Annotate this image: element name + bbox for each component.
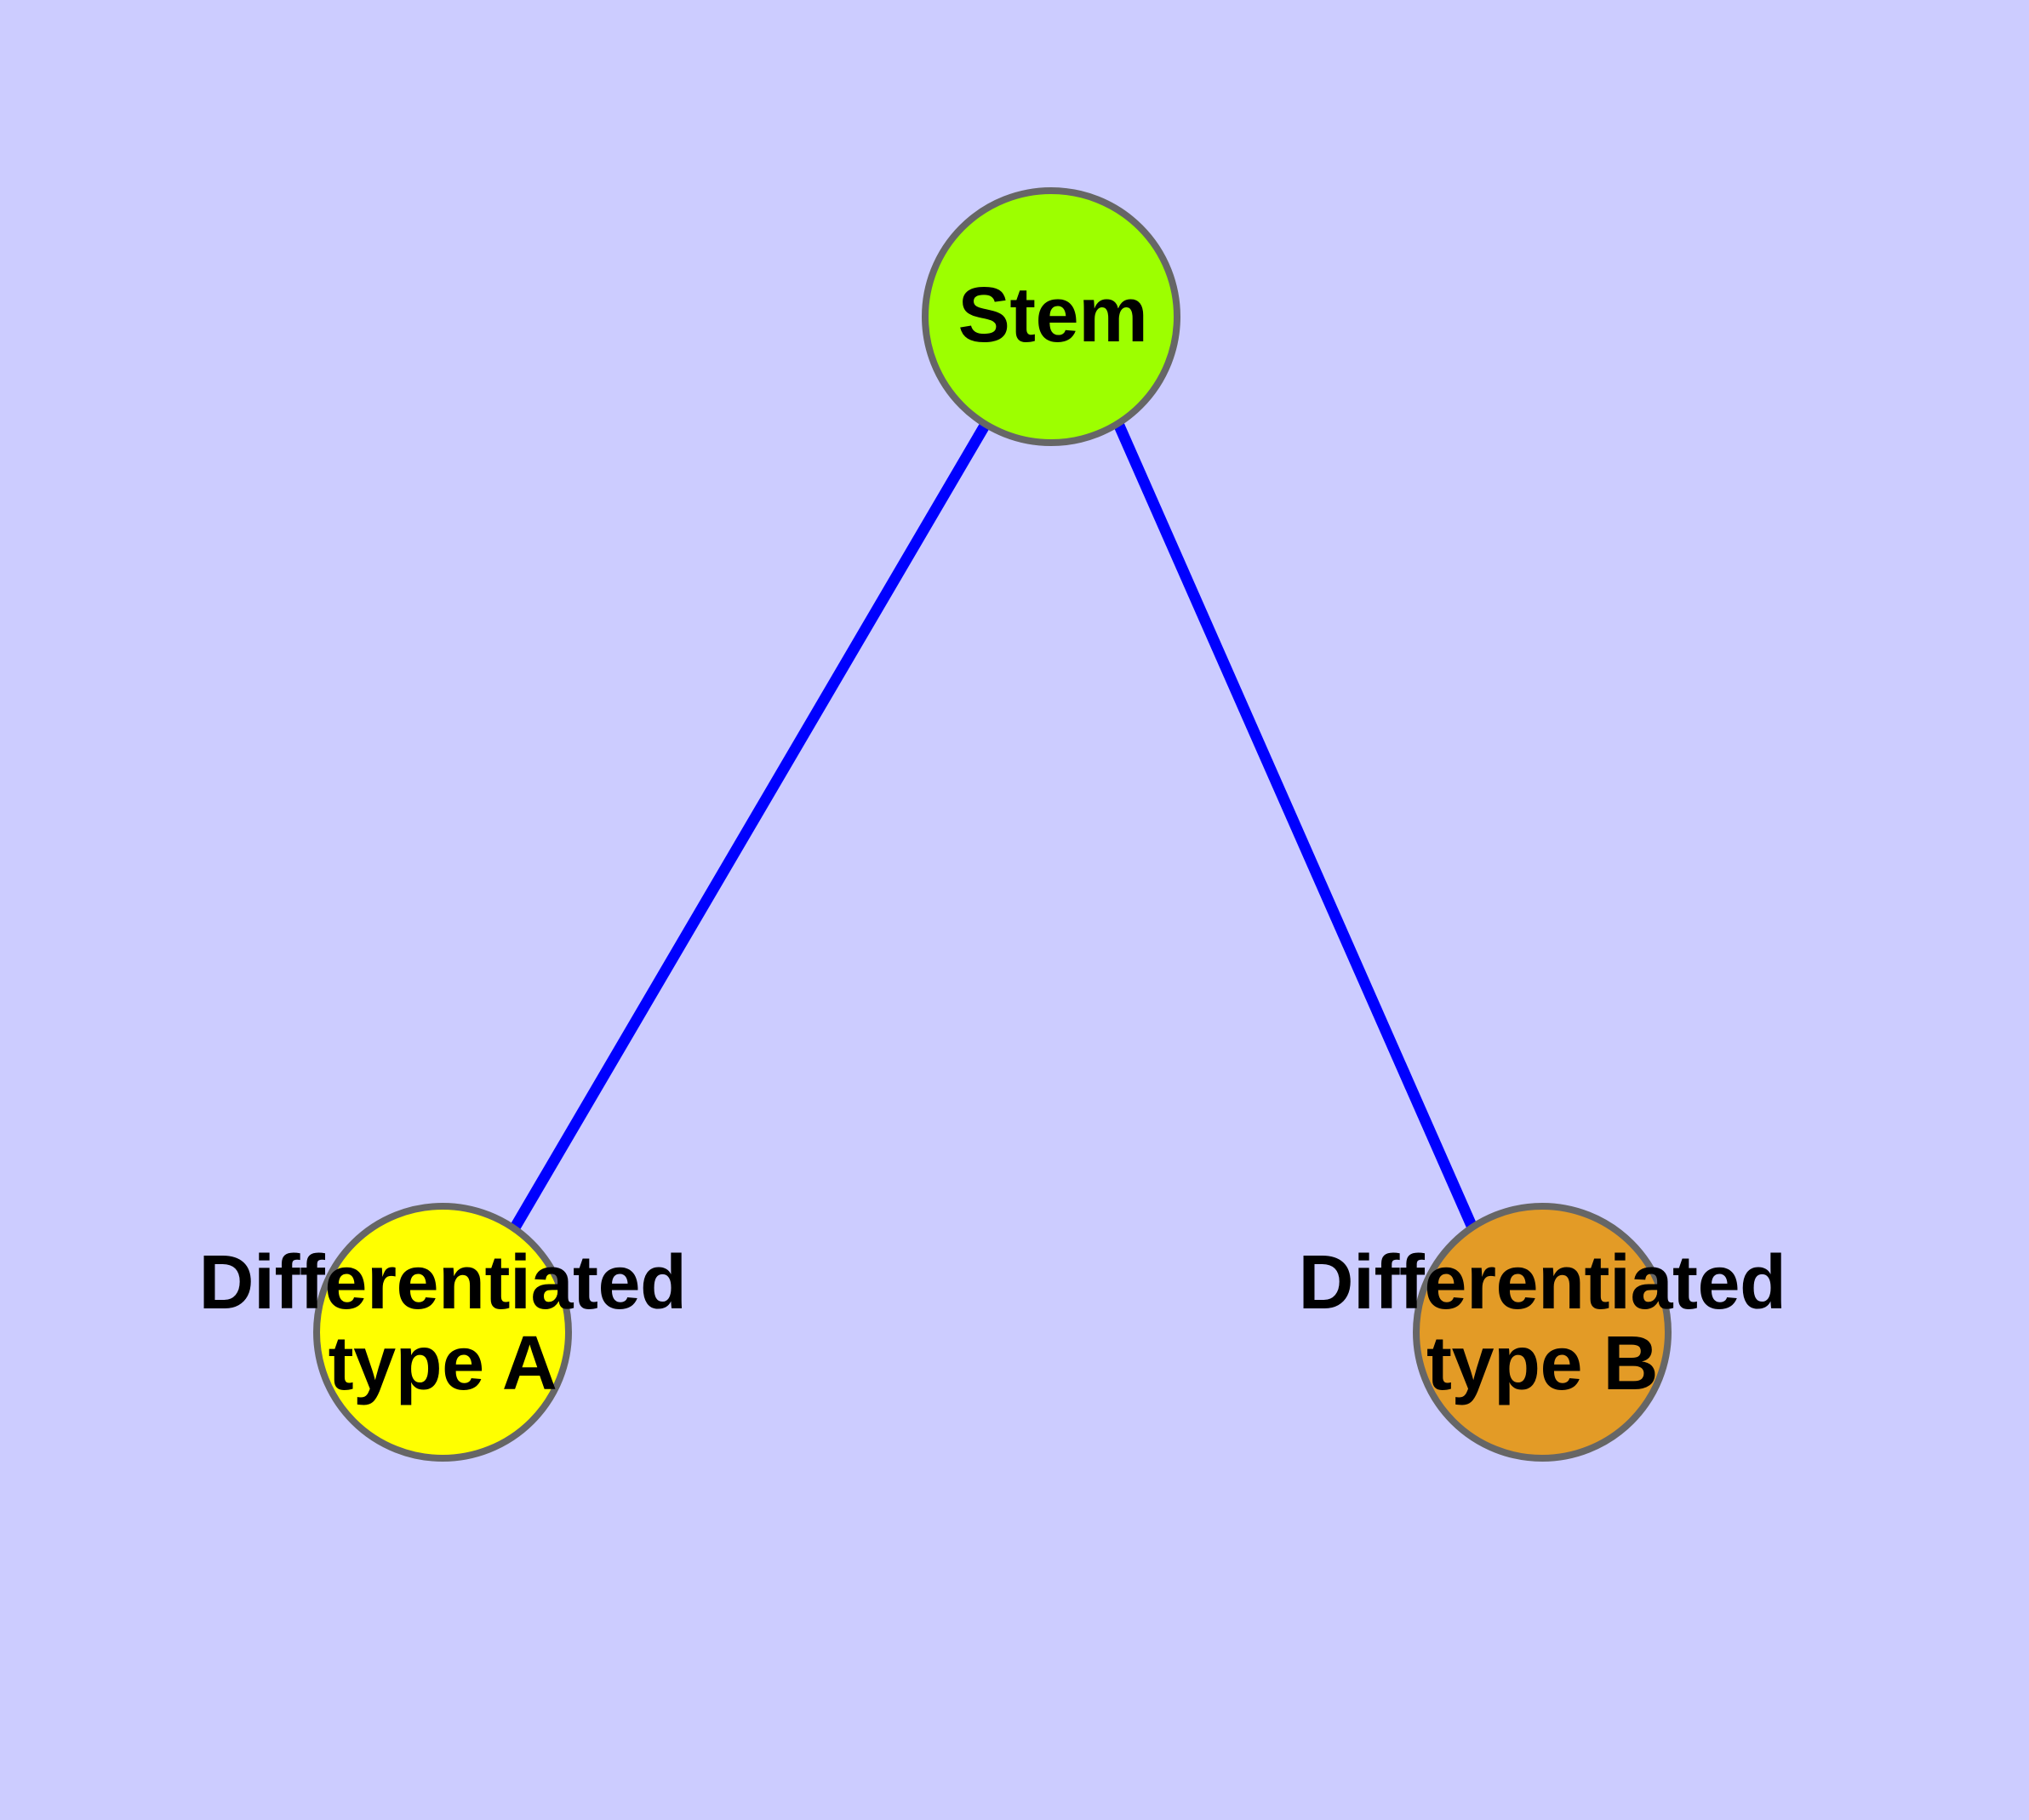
edge-stem-to-differentiated-type-b (1114, 423, 1477, 1230)
nodes-layer (313, 187, 1672, 1462)
edge-stem-to-differentiated-type-a (510, 422, 990, 1231)
node-circle-stem[interactable] (922, 187, 1180, 446)
edges-layer (510, 422, 1477, 1231)
node-circle-differentiated-type-a[interactable] (313, 1203, 572, 1462)
node-circle-differentiated-type-b[interactable] (1413, 1203, 1672, 1462)
